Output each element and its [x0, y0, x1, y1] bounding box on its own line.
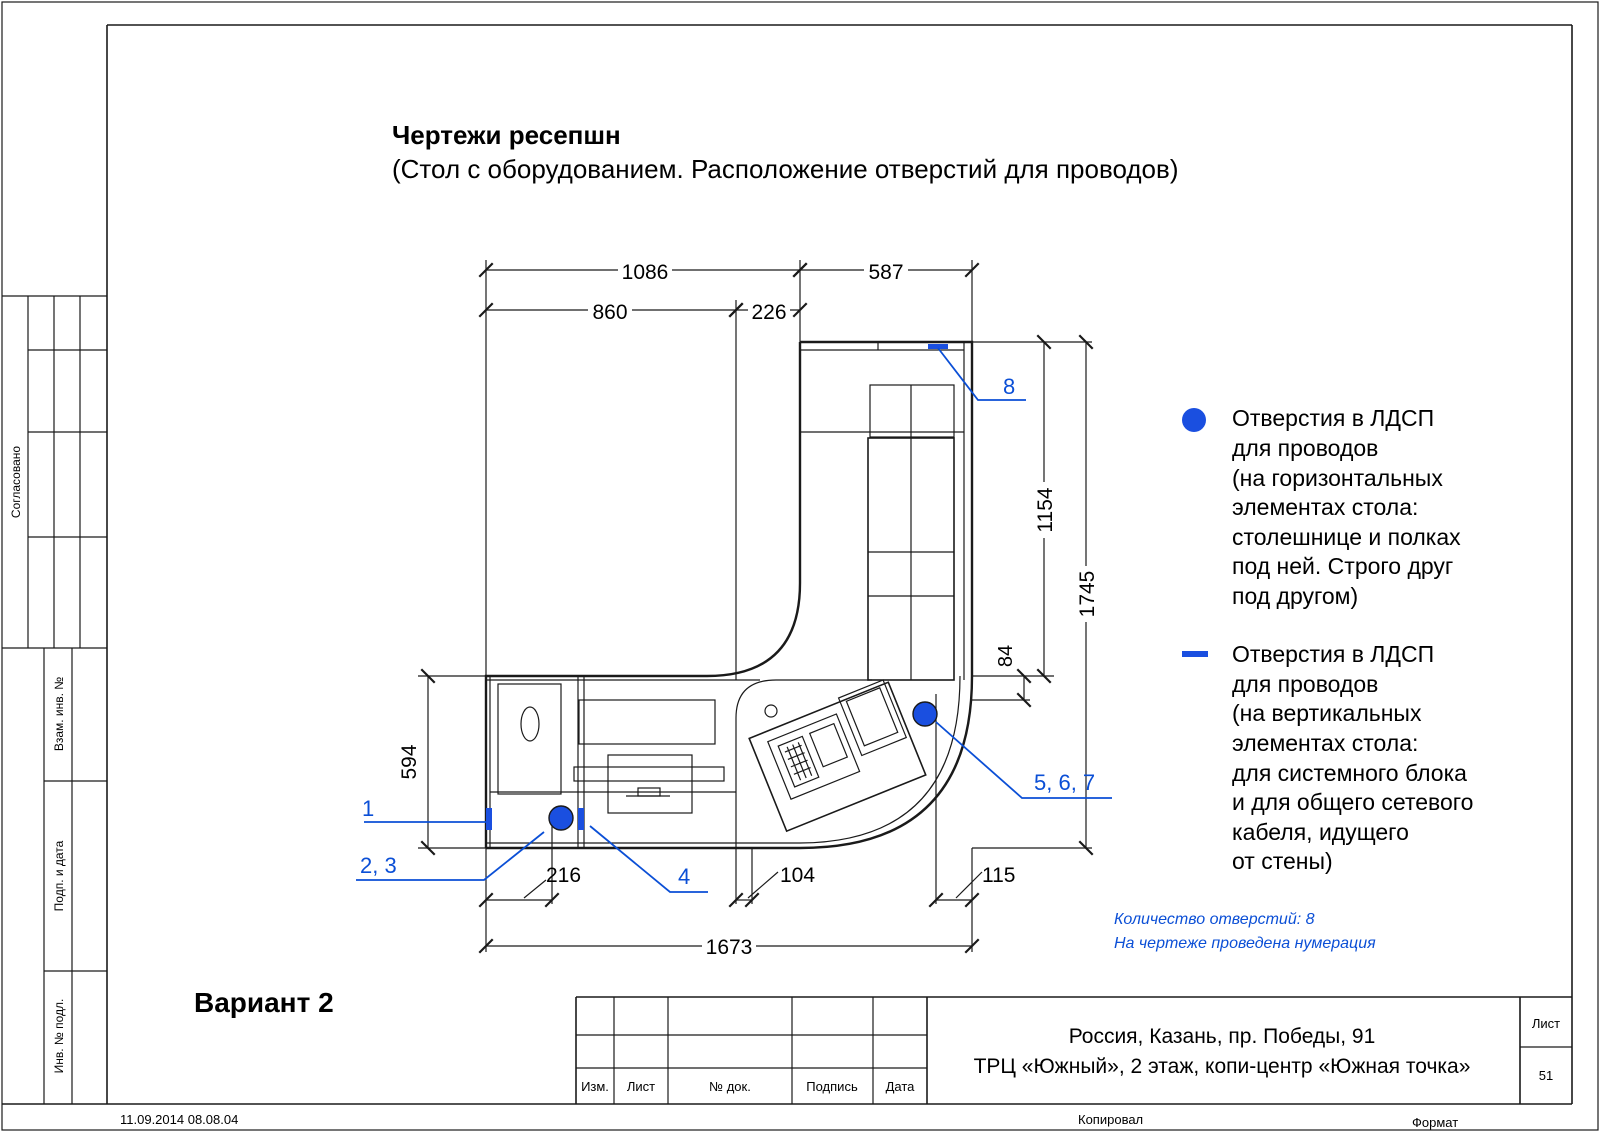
stamp-inv-orig-label: Инв. № подл.: [52, 999, 66, 1074]
stamp-sign-date-label: Подп. и дата: [52, 840, 66, 911]
wire-holes: 8 1 2, 3 4 5, 6, 7: [356, 344, 1112, 893]
title-block: Изм. Лист № док. Подпись Дата Россия, Ка…: [575, 996, 1572, 1104]
legend-round-line-1: Отверстия в ЛДСП: [1232, 405, 1434, 431]
round-hole-5-6-7: [912, 701, 938, 727]
dim-226: 226: [751, 301, 786, 324]
slot-hole-1: [486, 808, 492, 830]
legend-slot-line-3: (на вертикальных: [1232, 700, 1422, 726]
note-hole-count: Количество отверстий: 8: [1114, 911, 1315, 928]
dim-1154: 1154: [1034, 487, 1057, 532]
note-numbering: На чертеже проведена нумерация: [1114, 935, 1376, 952]
address-line-1: Россия, Казань, пр. Победы, 91: [1069, 1025, 1376, 1048]
legend-slot-line-6: и для общего сетевого: [1232, 789, 1473, 815]
dim-860: 860: [592, 301, 627, 324]
sheet-label: Лист: [1532, 1016, 1560, 1031]
legend-round-line-5: столешнице и полках: [1232, 524, 1461, 550]
desk-plan: [418, 260, 1092, 952]
legend-slot-line-4: элементах стола:: [1232, 730, 1418, 756]
hole-label-5-6-7: 5, 6, 7: [1034, 770, 1095, 795]
legend-slot-hole-icon: [1182, 651, 1208, 657]
variant-label: Вариант 2: [194, 987, 334, 1018]
hole-label-8: 8: [1003, 374, 1015, 399]
footer-format: Формат: [1412, 1115, 1458, 1130]
sheet-number: 51: [1539, 1068, 1553, 1083]
legend-round-line-4: элементах стола:: [1232, 494, 1418, 520]
dim-104: 104: [780, 864, 815, 887]
legend-round-line-2: для проводов: [1232, 435, 1378, 461]
dim-1745: 1745: [1076, 571, 1099, 618]
slot-hole-8: [928, 344, 948, 349]
legend-round-line-7: под другом): [1232, 583, 1358, 609]
legend-round-line-6: под ней. Строго друг: [1232, 553, 1453, 579]
legend: Отверстия в ЛДСП для проводов (на горизо…: [1182, 405, 1473, 874]
dimension-lines: [420, 262, 1094, 954]
legend-slot-line-8: от стены): [1232, 848, 1333, 874]
hole-label-1: 1: [362, 796, 374, 821]
side-stamp: Согласовано Взам. инв. № Подп. и дата Ин…: [2, 295, 107, 1104]
column-doc-number-label: № док.: [709, 1079, 751, 1094]
dim-594: 594: [398, 744, 421, 779]
dim-115: 115: [982, 864, 1015, 887]
dim-1673: 1673: [706, 936, 753, 959]
stamp-agreed-label: Согласовано: [9, 446, 23, 518]
round-hole-2-3: [548, 805, 574, 831]
dim-216: 216: [546, 864, 581, 887]
footer-timestamp: 11.09.2014 08.08.04: [120, 1112, 238, 1127]
legend-slot-line-7: кабеля, идущего: [1232, 819, 1409, 845]
footer-copied: Копировал: [1078, 1112, 1143, 1127]
column-sheet-label: Лист: [627, 1079, 655, 1094]
legend-slot-line-5: для системного блока: [1232, 760, 1467, 786]
page-subtitle: (Стол с оборудованием. Расположение отве…: [392, 154, 1178, 184]
legend-round-line-3: (на горизонтальных: [1232, 465, 1443, 491]
dim-1086: 1086: [622, 261, 669, 284]
column-date-label: Дата: [886, 1079, 916, 1094]
hole-label-2-3: 2, 3: [360, 853, 397, 878]
stamp-replace-inv-label: Взам. инв. №: [52, 677, 66, 751]
legend-slot-line-1: Отверстия в ЛДСП: [1232, 641, 1434, 667]
dimension-values: 1086 587 860 226 1154 1745 84 594 216 10…: [396, 257, 1100, 959]
column-change-label: Изм.: [581, 1079, 609, 1094]
address-line-2: ТРЦ «Южный», 2 этаж, копи-центр «Южная т…: [974, 1055, 1471, 1078]
dim-587: 587: [868, 261, 903, 284]
page-title: Чертежи ресепшн: [392, 120, 621, 150]
hole-label-4: 4: [678, 864, 690, 889]
dim-84: 84: [995, 645, 1017, 667]
column-signature-label: Подпись: [806, 1079, 858, 1094]
legend-round-hole-icon: [1182, 408, 1206, 432]
slot-hole-4: [578, 808, 584, 830]
legend-slot-line-2: для проводов: [1232, 671, 1378, 697]
